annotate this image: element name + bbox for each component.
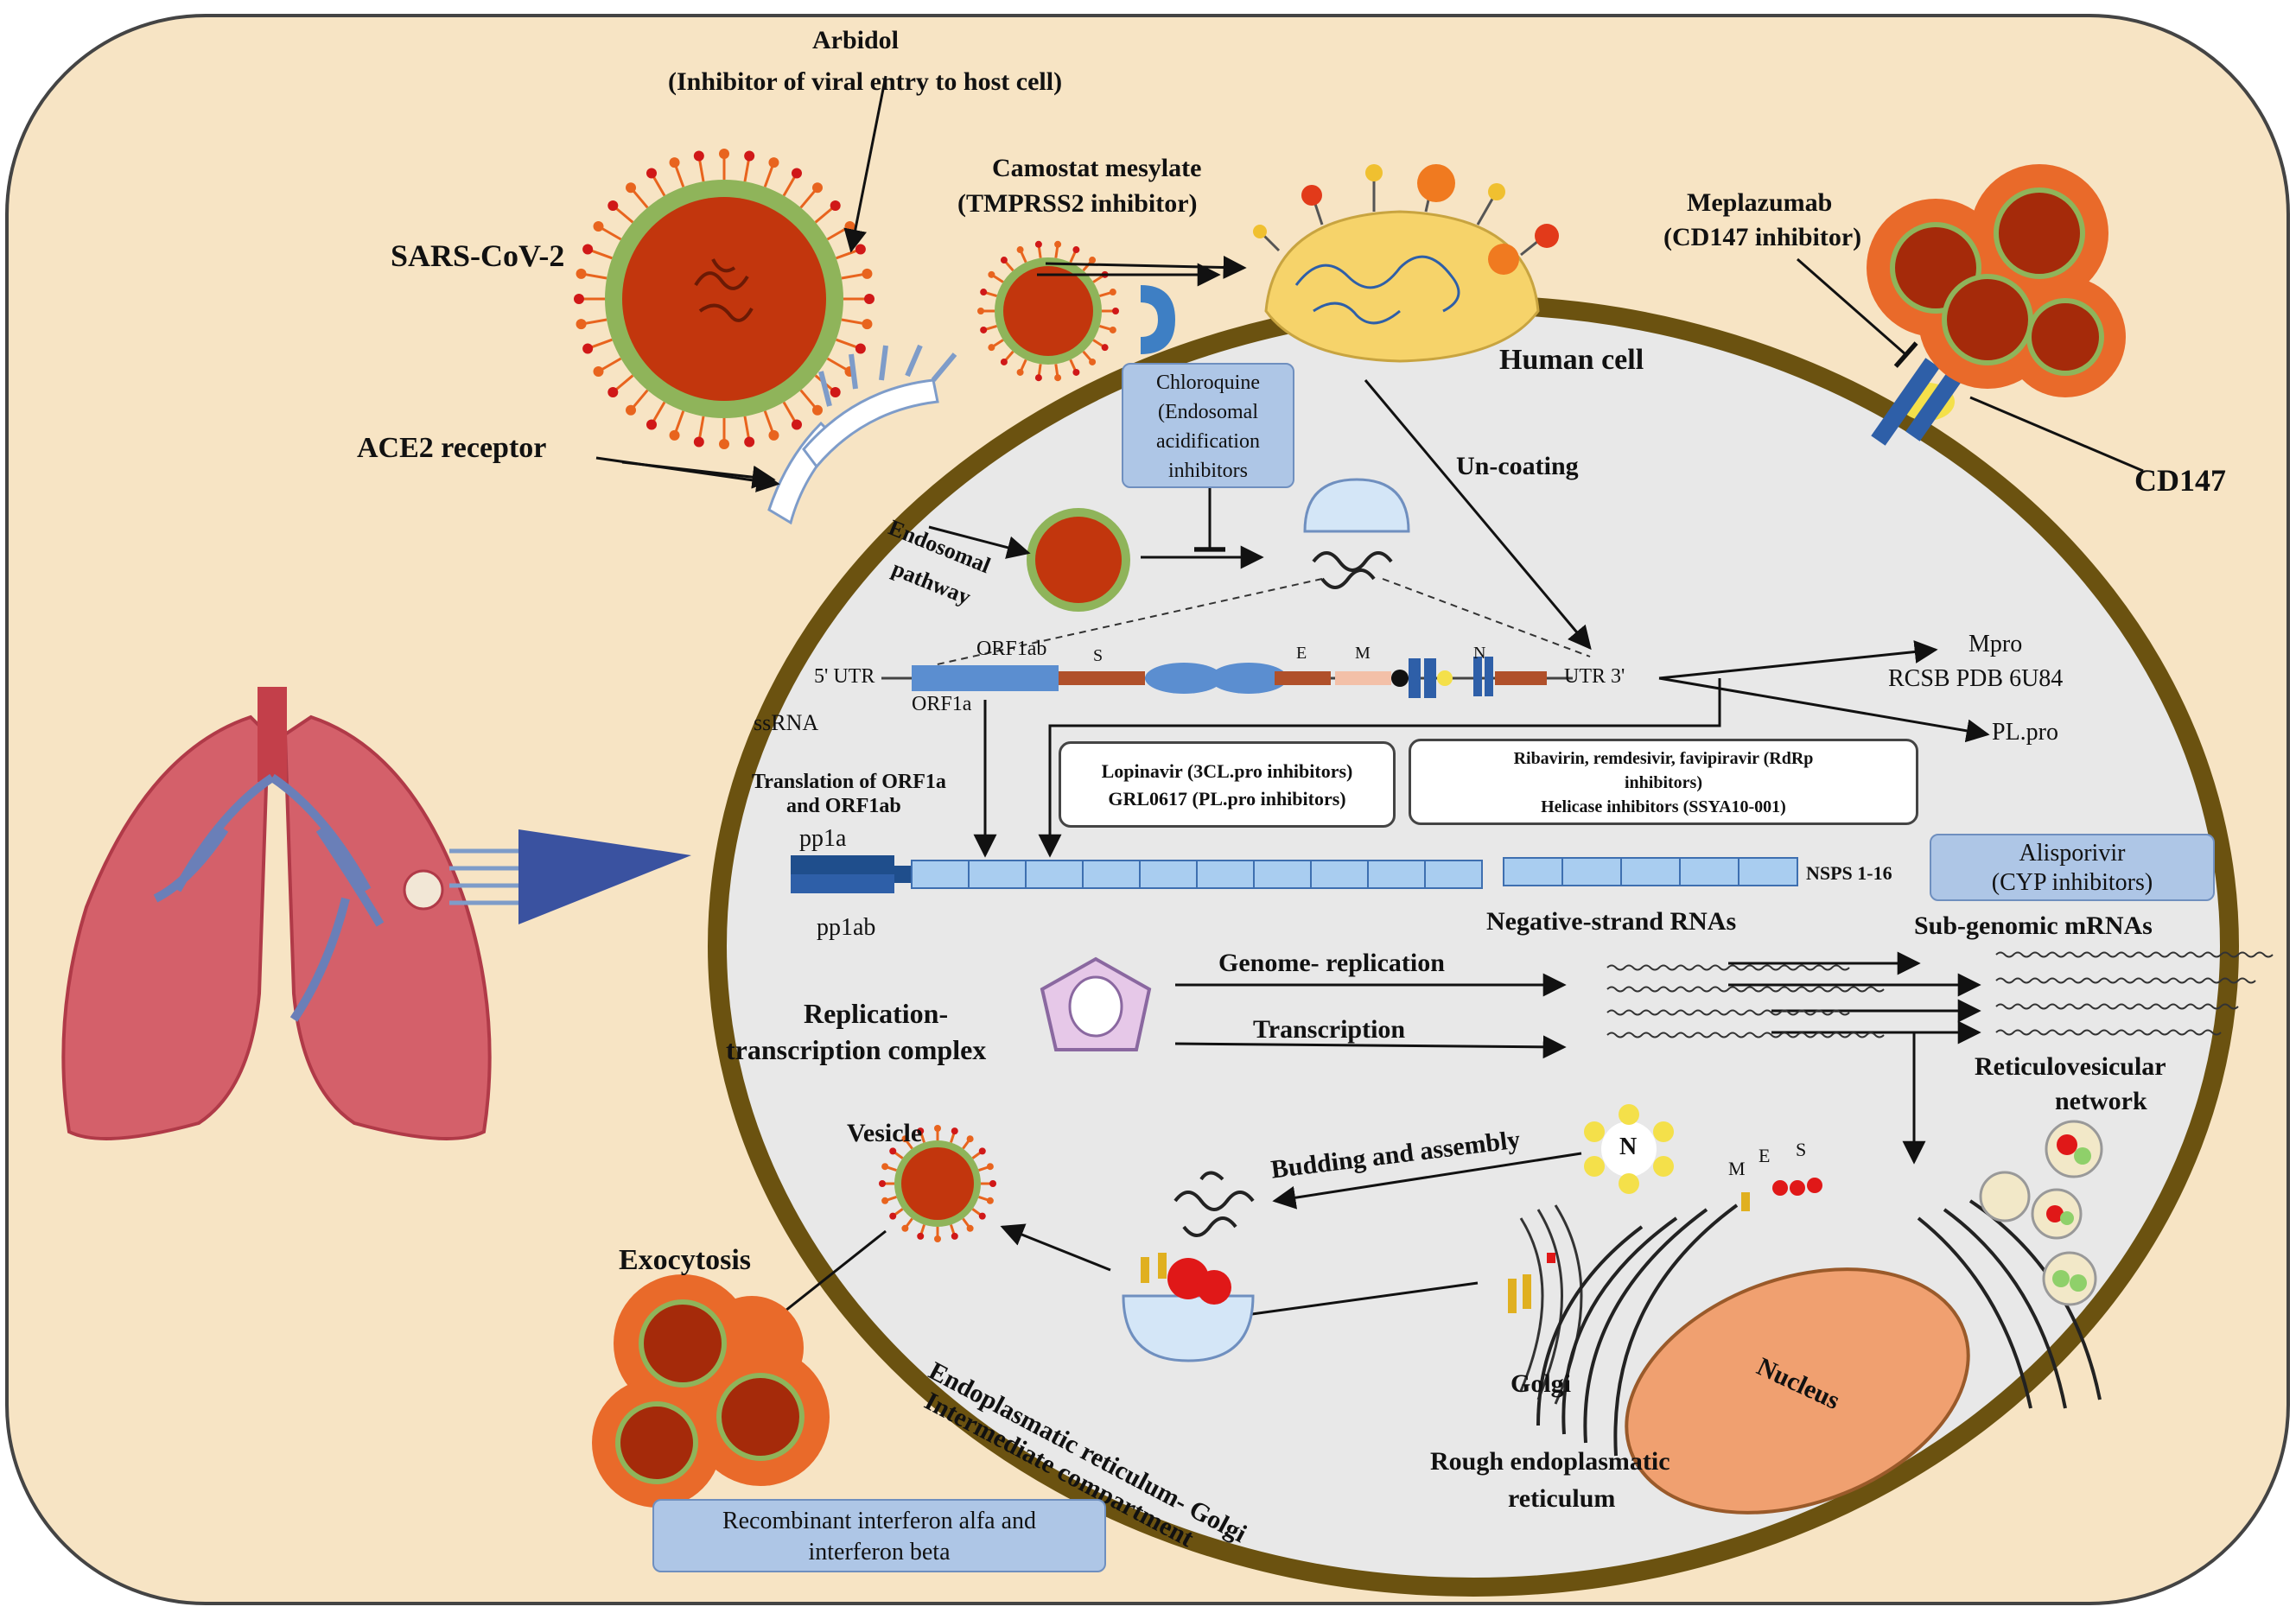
endosome-cap	[1303, 478, 1410, 533]
alisporivir-box: Alisporivir (CYP inhibitors)	[1930, 834, 2215, 901]
interferon-line-2: interferon beta	[808, 1539, 951, 1565]
nucleus-shape	[1625, 1267, 1970, 1515]
interferon-line-1: Recombinant interferon alfa and	[722, 1508, 1037, 1534]
sars-cov-2-label: SARS-CoV-2	[391, 238, 565, 273]
rdrp-line-3: Helicase inhibitors (SSYA10-001)	[1541, 797, 1786, 816]
transcription-label: Transcription	[1253, 1015, 1406, 1044]
arbidol-label: Arbidol	[812, 26, 900, 54]
reticulovesicular-label-2: network	[2055, 1087, 2147, 1115]
gene-s-label: S	[1093, 646, 1103, 665]
arbidol-sub-label: (Inhibitor of viral entry to host cell)	[668, 67, 1063, 96]
rer-label-1: Rough endoplasmatic	[1430, 1447, 1670, 1476]
released-rna	[1312, 551, 1393, 589]
golgi-label: Golgi	[1511, 1369, 1572, 1398]
interferon-box: Recombinant interferon alfa and interfer…	[652, 1499, 1106, 1572]
negative-strand-label: Negative-strand RNAs	[1486, 907, 1737, 936]
exocytosis-label: Exocytosis	[619, 1244, 751, 1276]
alisporivir-line-2: (CYP inhibitors)	[1991, 869, 2153, 896]
sars-cov-2-virion	[574, 149, 875, 449]
chloroquine-line-4: inhibitors	[1167, 460, 1248, 482]
vesicle-virion	[879, 1125, 996, 1242]
lopinavir-line-2: GRL0617 (PL.pro inhibitors)	[1108, 788, 1346, 810]
lopinavir-line-1: Lopinavir (3CL.pro inhibitors)	[1101, 760, 1353, 782]
n-protein-label: N	[1619, 1134, 1638, 1160]
gene-e-label: E	[1296, 644, 1307, 663]
rdrp-line-2: inhibitors)	[1624, 773, 1703, 792]
uncoating-label: Un-coating	[1456, 452, 1579, 480]
chloroquine-line-2: (Endosomal	[1158, 401, 1258, 423]
pp1ab-label: pp1ab	[817, 914, 876, 941]
gene-n-label: N	[1473, 644, 1486, 663]
rtc-label-1: Replication-	[804, 998, 949, 1029]
plpro-label: PL.pro	[1992, 719, 2058, 746]
ergic-vesicle	[1122, 1253, 1255, 1362]
meplazumab-sub-label: (CD147 inhibitor)	[1663, 223, 1862, 251]
chloroquine-line-1: Chloroquine	[1156, 371, 1260, 394]
virion-cluster-top-right	[1867, 164, 2126, 397]
virion-entry	[977, 240, 1119, 382]
nsps-label: NSPS 1-16	[1806, 862, 1892, 884]
camostat-sub-label: (TMPRSS2 inhibitor)	[957, 189, 1198, 218]
virion-endosomal	[1027, 508, 1130, 612]
rtc-label-2: transcription complex	[726, 1034, 987, 1065]
vesicle-label: Vesicle	[847, 1119, 923, 1147]
translation-label-2: and ORF1ab	[786, 795, 901, 817]
mes-m-label: M	[1728, 1158, 1746, 1179]
exocytosis-cluster	[592, 1274, 830, 1508]
reticulovesicular-label-1: Reticulovesicular	[1975, 1052, 2166, 1081]
rcsb-label: RCSB PDB 6U84	[1888, 665, 2064, 692]
membrane-dome	[1253, 164, 1559, 363]
entry-funnel-arrow	[449, 829, 691, 924]
alisporivir-line-1: Alisporivir	[2019, 840, 2126, 867]
subgenomic-label: Sub-genomic mRNAs	[1914, 911, 2153, 940]
polyprotein-blocks	[791, 855, 1798, 893]
orf1a-label: ORF1a	[912, 693, 972, 715]
human-cell-label: Human cell	[1499, 344, 1644, 376]
meplazumab-label: Meplazumab	[1687, 188, 1833, 217]
rdrp-line-1: Ribavirin, remdesivir, favipiravir (RdRp	[1513, 749, 1814, 768]
lungs-illustration	[61, 687, 492, 1140]
utr3-label: UTR 3'	[1564, 665, 1625, 688]
translation-label-1: Translation of ORF1a	[752, 771, 946, 793]
ace2-receptor-shape	[767, 344, 957, 525]
genome-replication-label: Genome- replication	[1218, 949, 1445, 977]
double-membrane-vesicles	[1979, 1120, 2103, 1306]
ace2-label: ACE2 receptor	[357, 432, 547, 464]
ssrna-label: ssRNA	[754, 710, 819, 735]
camostat-label: Camostat mesylate	[992, 154, 1202, 182]
genome-map	[881, 657, 1573, 698]
rer-label-2: reticulum	[1508, 1484, 1616, 1513]
pp1a-label: pp1a	[799, 825, 847, 852]
mpro-label: Mpro	[1968, 631, 2023, 657]
tmprss2-receptor	[1141, 285, 1175, 354]
mes-proteins	[1741, 1178, 1822, 1211]
utr5-label: 5' UTR	[814, 665, 875, 688]
n-protein-cluster	[1584, 1104, 1674, 1194]
mes-s-label: S	[1796, 1139, 1807, 1160]
rdrp-inhibitors-box: Ribavirin, remdesivir, favipiravir (RdRp…	[1409, 739, 1918, 825]
chloroquine-box: Chloroquine (Endosomal acidification inh…	[1122, 363, 1294, 488]
lopinavir-box: Lopinavir (3CL.pro inhibitors) GRL0617 (…	[1059, 741, 1396, 828]
cd147-label: CD147	[2134, 463, 2226, 498]
assembled-rna	[1173, 1171, 1255, 1237]
gene-m-label: M	[1355, 644, 1371, 663]
orf1ab-label: ORF1ab	[976, 638, 1047, 660]
mes-e-label: E	[1759, 1145, 1771, 1166]
rna-strands	[1606, 951, 2274, 1038]
chloroquine-line-3: acidification	[1156, 430, 1260, 453]
